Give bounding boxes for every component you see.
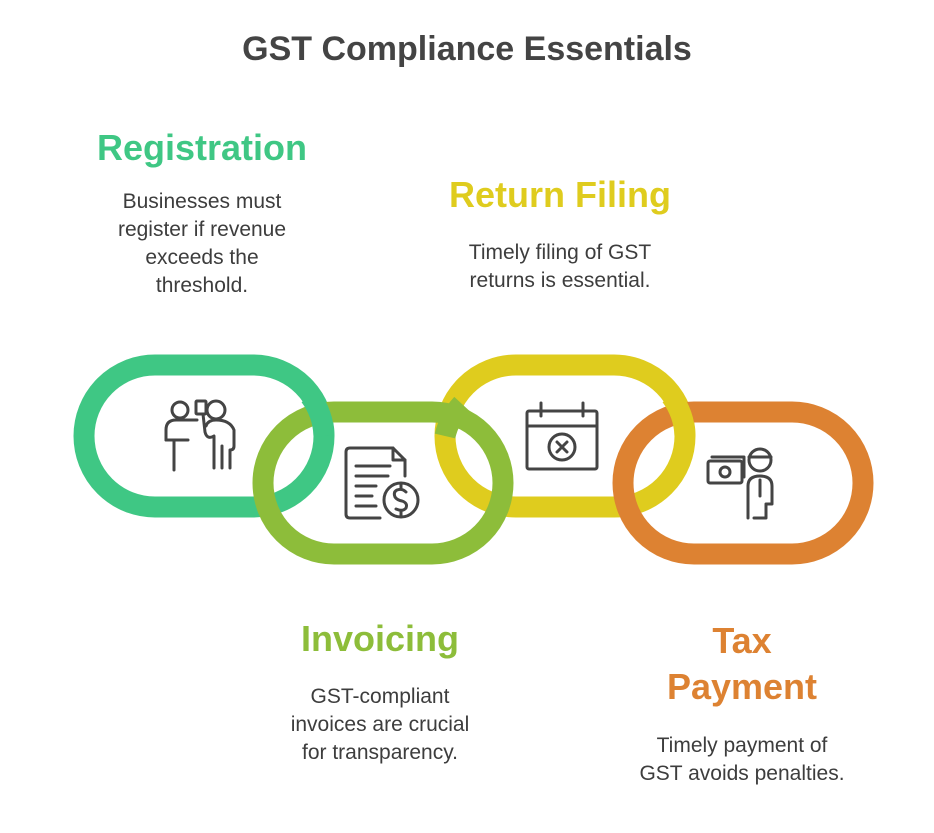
return-filing-link-overlap (662, 389, 696, 437)
calendar-x-icon (525, 401, 599, 471)
page-title: GST Compliance Essentials (242, 30, 692, 68)
tax-payment-description-line: GST avoids penalties. (639, 762, 845, 785)
registration-description-line: threshold. (155, 274, 249, 297)
tax-payment-heading-line: Payment (666, 666, 818, 707)
tax-payment-heading: Tax Payment (592, 618, 892, 710)
registration-heading: Registration (96, 127, 308, 168)
registration-description-line: register if revenue (117, 218, 287, 241)
invoice-dollar-icon (344, 446, 420, 520)
return-filing-description-line: Timely filing of GST (468, 241, 652, 264)
registration-description-line: exceeds the (145, 246, 259, 269)
registration-link-overlap (301, 389, 335, 437)
registration-description: Businesses must register if revenue exce… (52, 188, 352, 300)
registration-description-line: Businesses must (122, 190, 282, 213)
return-filing-description-line: returns is essential. (469, 269, 651, 292)
invoicing-description: GST-compliant invoices are crucial for t… (230, 683, 530, 767)
invoicing-description-line: GST-compliant (310, 685, 450, 708)
return-filing-heading: Return Filing (449, 174, 671, 215)
tax-payment-description-line: Timely payment of (656, 734, 828, 757)
invoicing-description-line: for transparency. (301, 741, 458, 764)
invoicing-link-overlap (434, 396, 470, 439)
tax-payment-description: Timely payment of GST avoids penalties. (592, 732, 892, 788)
invoicing-link (252, 401, 514, 565)
return-filing-description: Timely filing of GST returns is essentia… (400, 239, 720, 295)
person-cash-icon (706, 447, 774, 520)
tax-payment-heading-line: Tax (712, 620, 772, 661)
presenter-icon (164, 399, 236, 472)
invoicing-description-line: invoices are crucial (290, 713, 470, 736)
invoicing-heading: Invoicing (300, 618, 459, 659)
tax-payment-link (612, 401, 874, 565)
